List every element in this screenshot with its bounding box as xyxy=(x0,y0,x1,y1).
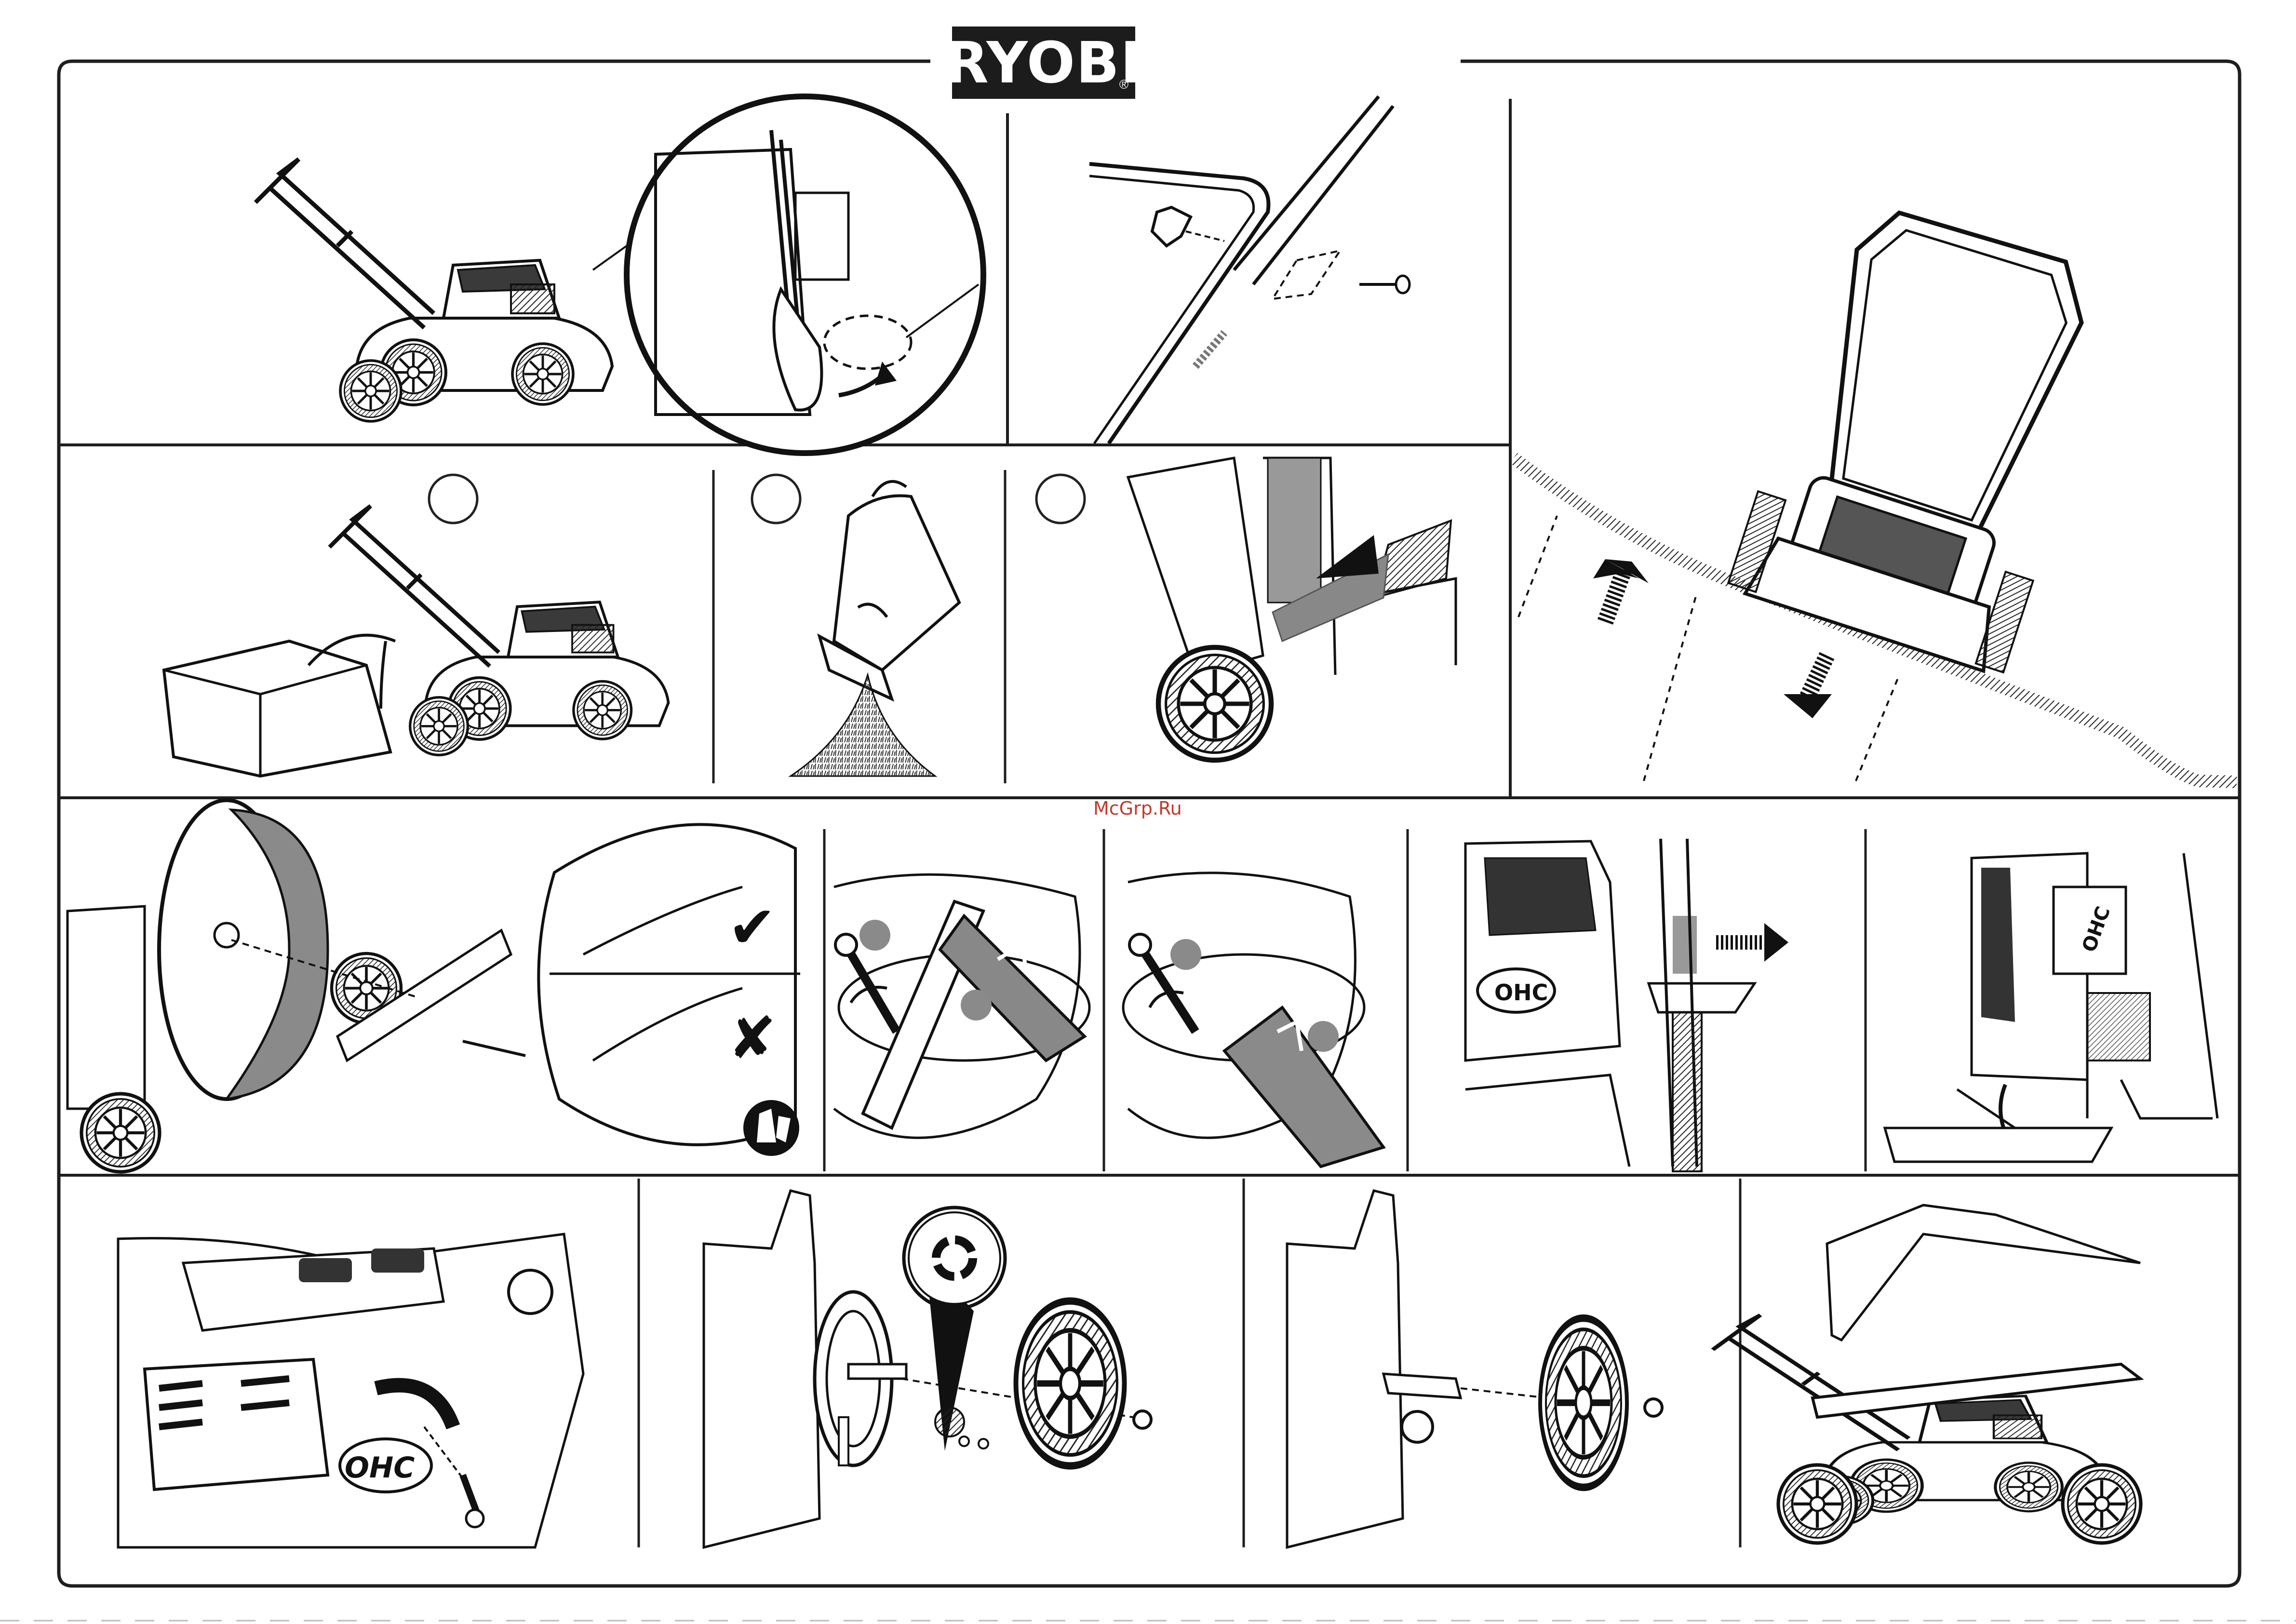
ryobi-logo: RYOBI ® xyxy=(952,27,1135,99)
panel-11-art: OHC xyxy=(1885,853,2217,1162)
panel-6-art xyxy=(1128,458,1456,760)
panel-5-art xyxy=(791,482,959,776)
watermark: McGrp.Ru xyxy=(1093,798,1182,819)
brand-name: RYOBI xyxy=(945,34,1142,91)
panel-14-art xyxy=(1287,1191,1662,1547)
panel-12-art: OHC xyxy=(118,1234,583,1547)
panel-4-art xyxy=(164,506,669,777)
panel-10-art: OHC xyxy=(1465,839,1788,1171)
panel-3-art xyxy=(1514,193,2237,782)
panel-9-art xyxy=(1123,873,1383,1167)
panel-15-art xyxy=(1713,1205,2141,1543)
check-mark: ✔ xyxy=(728,894,777,961)
panel-8-art xyxy=(834,874,1089,1138)
panel-2-art xyxy=(1089,96,1410,443)
ohc-label-1: OHC xyxy=(1494,980,1548,1006)
ohc-label-3: OHC xyxy=(345,1451,415,1485)
cross-mark: ✘ xyxy=(728,1005,777,1072)
panel-1-art xyxy=(255,96,983,453)
panel-7-art: ✔ ✘ xyxy=(67,800,800,1172)
panel-13-art xyxy=(704,1191,1151,1547)
registered-mark: ® xyxy=(1119,77,1128,92)
